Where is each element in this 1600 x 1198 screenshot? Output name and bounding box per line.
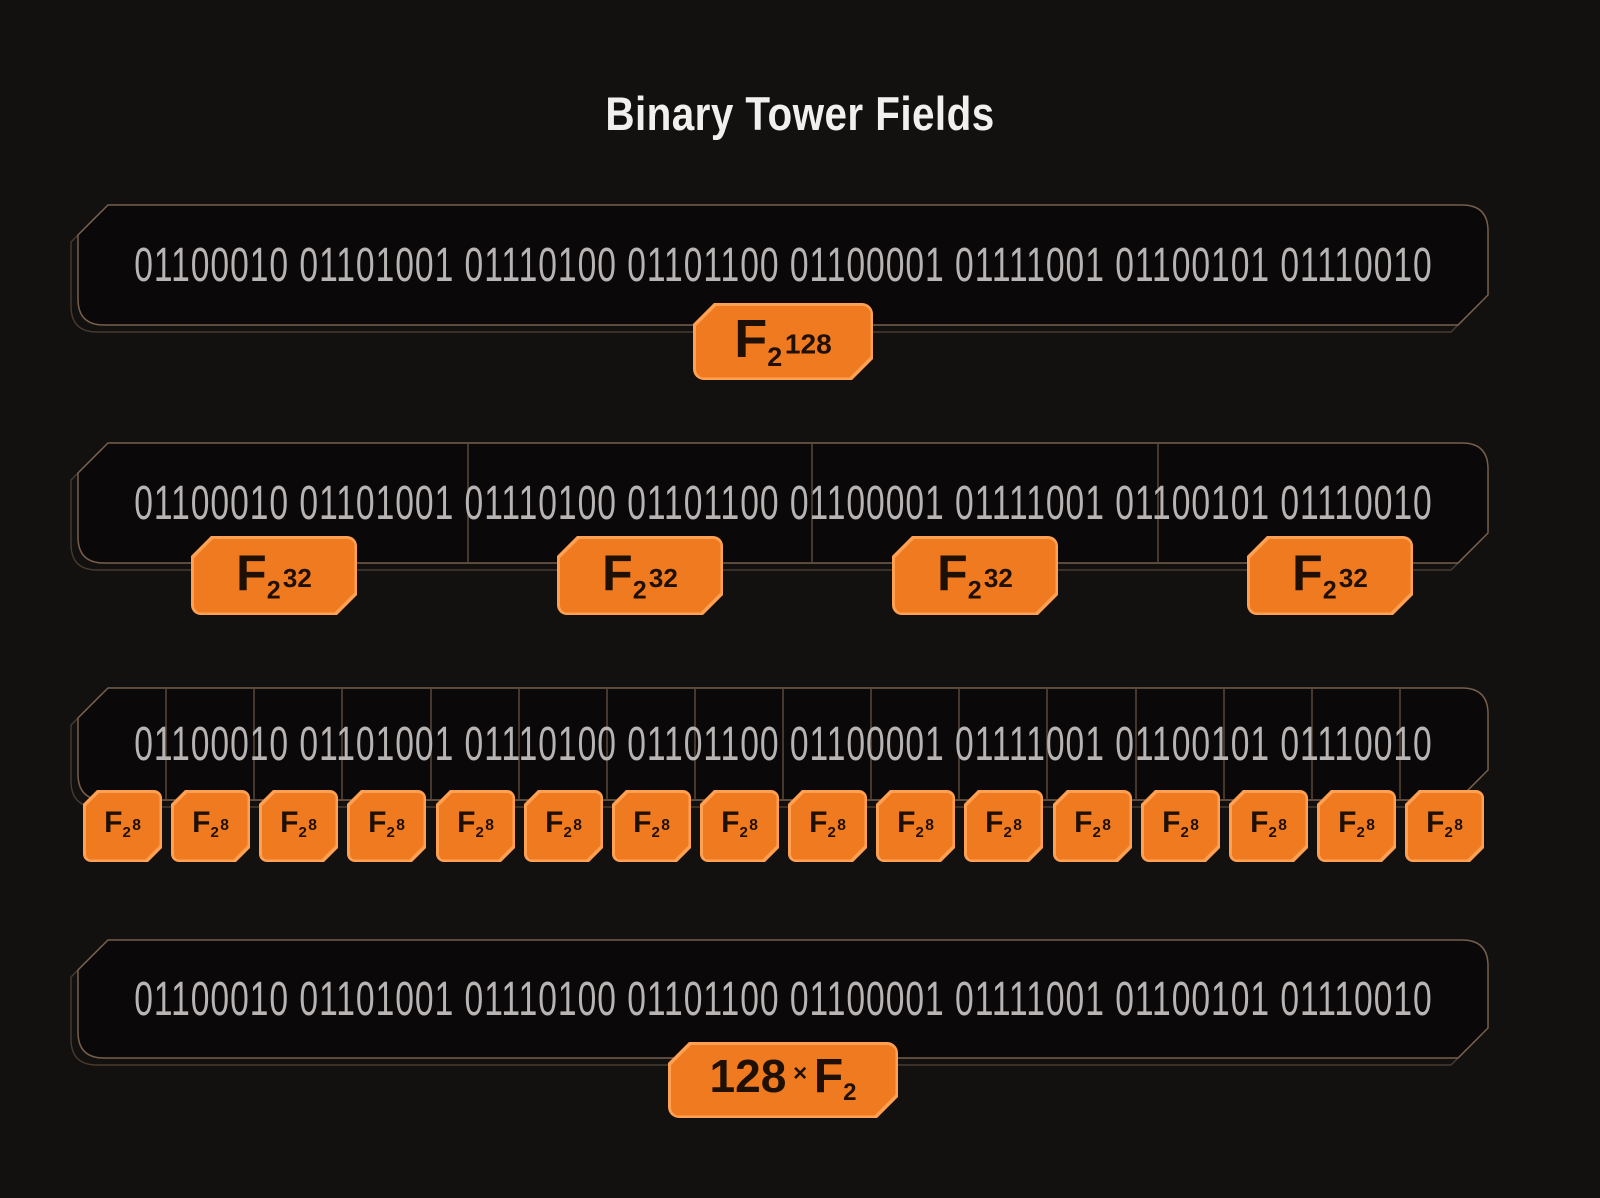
field-symbol: F	[937, 544, 968, 601]
field-base: 2	[1322, 576, 1337, 604]
multiply-icon: ×	[793, 1060, 808, 1088]
binary-string: 01100010 01101001 01110100 01101100 0110…	[133, 717, 1433, 771]
field-symbol: F	[1250, 806, 1269, 839]
field-exponent: 8	[1454, 817, 1463, 835]
binary-string: 01100010 01101001 01110100 01101100 0110…	[133, 238, 1433, 292]
field-symbol: F	[1162, 806, 1181, 839]
field-symbol: F	[897, 806, 916, 839]
field-symbol: F	[1426, 806, 1445, 839]
field-base: 2	[632, 576, 647, 604]
field-base: 2	[1180, 824, 1189, 842]
field-base: 2	[1356, 824, 1365, 842]
field-symbol: F	[545, 806, 564, 839]
field-exponent: 8	[837, 817, 846, 835]
field-exponent: 32	[983, 562, 1013, 593]
field-symbol: F	[602, 544, 633, 601]
field-symbol: F	[236, 544, 267, 601]
field-exponent: 8	[485, 817, 494, 835]
field-symbol: F	[280, 806, 299, 839]
field-base: 2	[210, 824, 219, 842]
field-base: 2	[739, 824, 748, 842]
field-exponent: 32	[648, 562, 678, 593]
field-base: 2	[767, 341, 783, 372]
field-exponent: 8	[396, 817, 405, 835]
field-exponent: 32	[1338, 562, 1368, 593]
field-exponent: 32	[282, 562, 312, 593]
field-symbol: F	[809, 806, 828, 839]
field-symbol: F	[1292, 544, 1323, 601]
field-symbol: F	[1338, 806, 1357, 839]
field-base: 2	[827, 824, 836, 842]
field-box-f2-8	[70, 687, 1489, 808]
field-base: 2	[651, 824, 660, 842]
field-exponent: 8	[1190, 817, 1199, 835]
binary-string: 01100010 01101001 01110100 01101100 0110…	[133, 476, 1433, 530]
field-exponent: 128	[784, 328, 832, 360]
field-exponent: 8	[1102, 817, 1111, 835]
field-box-128-f2	[70, 939, 1489, 1066]
field-symbol: F	[633, 806, 652, 839]
field-base: 2	[122, 824, 131, 842]
field-symbol: F	[721, 806, 740, 839]
field-exponent: 8	[1013, 817, 1022, 835]
field-base: 2	[1003, 824, 1012, 842]
field-symbol: F	[1074, 806, 1093, 839]
field-exponent: 8	[573, 817, 582, 835]
field-symbol: F	[368, 806, 387, 839]
field-base: 2	[1092, 824, 1101, 842]
field-base: 2	[843, 1079, 857, 1107]
field-base: 2	[1268, 824, 1277, 842]
field-base: 2	[563, 824, 572, 842]
field-exponent: 8	[749, 817, 758, 835]
field-box-f2-128	[70, 204, 1489, 333]
page-title: Binary Tower Fields	[605, 87, 995, 140]
field-exponent: 8	[661, 817, 670, 835]
field-exponent: 8	[1366, 817, 1375, 835]
field-exponent: 8	[1278, 817, 1287, 835]
field-exponent: 8	[220, 817, 229, 835]
count-value: 128	[709, 1050, 787, 1102]
field-base: 2	[967, 576, 982, 604]
field-symbol: F	[457, 806, 476, 839]
field-exponent: 8	[132, 817, 141, 835]
field-symbol: F	[734, 308, 768, 369]
field-base: 2	[386, 824, 395, 842]
field-symbol: F	[192, 806, 211, 839]
field-base: 2	[298, 824, 307, 842]
field-symbol: F	[813, 1050, 844, 1103]
field-base: 2	[915, 824, 924, 842]
field-base: 2	[475, 824, 484, 842]
field-base: 2	[266, 576, 281, 604]
field-base: 2	[1444, 824, 1453, 842]
field-exponent: 8	[925, 817, 934, 835]
field-box-f2-32	[70, 442, 1489, 571]
binary-string: 01100010 01101001 01110100 01101100 0110…	[133, 972, 1433, 1026]
field-exponent: 8	[308, 817, 317, 835]
field-symbol: F	[104, 806, 123, 839]
field-symbol: F	[985, 806, 1004, 839]
